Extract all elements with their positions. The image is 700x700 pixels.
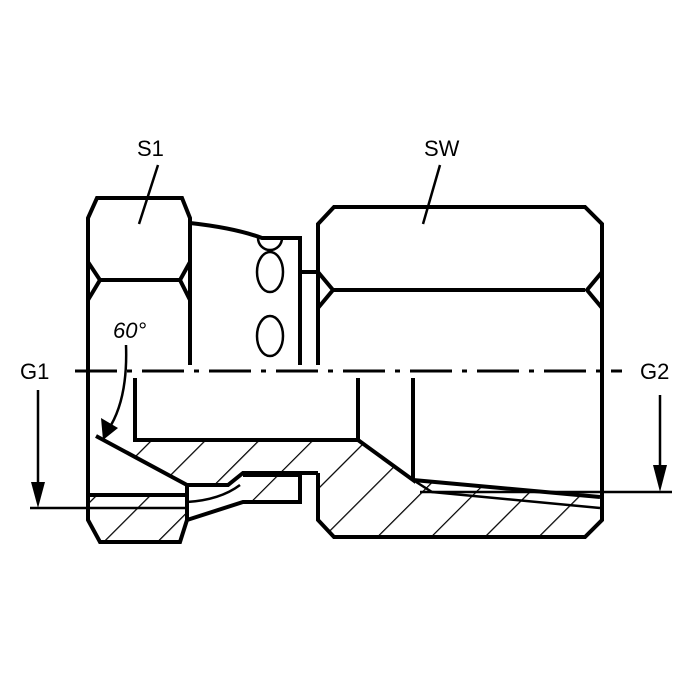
label-g1: G1 [20, 359, 50, 384]
o-ring-2 [255, 314, 285, 358]
body-neck [189, 221, 318, 365]
sw-hex-body [316, 205, 604, 539]
hatch-sw-nut-section [318, 440, 602, 537]
hatch-body-upper [135, 440, 358, 485]
s1-nut [86, 196, 192, 544]
s1-leader [137, 164, 160, 225]
arrow-down-icon [31, 482, 45, 508]
arrow-icon [101, 418, 118, 440]
label-angle: 60° [113, 318, 147, 343]
dimension-g1 [30, 390, 187, 510]
hatch-s1-nut-section [88, 495, 187, 542]
arrow-down-icon [653, 465, 667, 492]
bore-contours [95, 378, 601, 522]
sw-leader [421, 164, 442, 225]
o-ring-1 [255, 250, 285, 294]
hatch-ring-section [243, 475, 300, 502]
label-sw: SW [424, 136, 460, 161]
label-g2: G2 [640, 359, 670, 384]
angle-annotation [101, 344, 128, 440]
label-s1: S1 [137, 136, 164, 161]
dimension-g2 [420, 395, 672, 494]
